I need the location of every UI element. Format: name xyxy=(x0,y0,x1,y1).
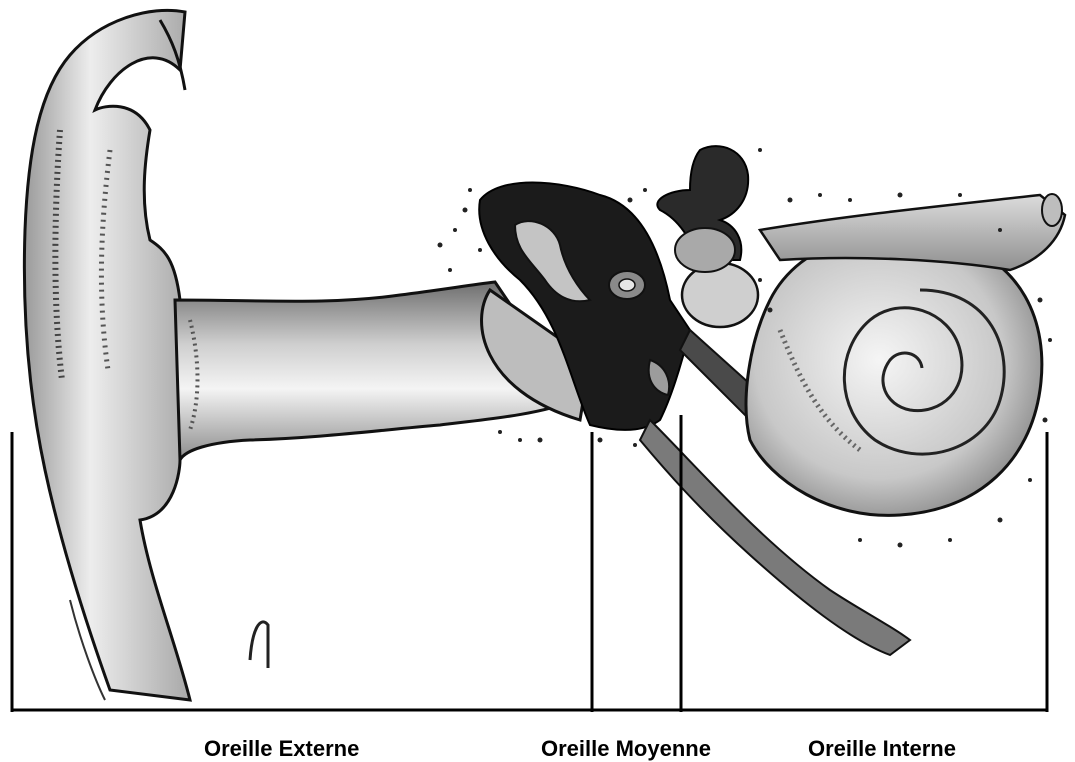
auditory-nerve xyxy=(760,195,1065,270)
label-inner-ear: Oreille Interne xyxy=(808,736,956,762)
label-outer-ear: Oreille Externe xyxy=(204,736,359,762)
cochlea xyxy=(746,233,1042,516)
label-middle-ear: Oreille Moyenne xyxy=(541,736,711,762)
